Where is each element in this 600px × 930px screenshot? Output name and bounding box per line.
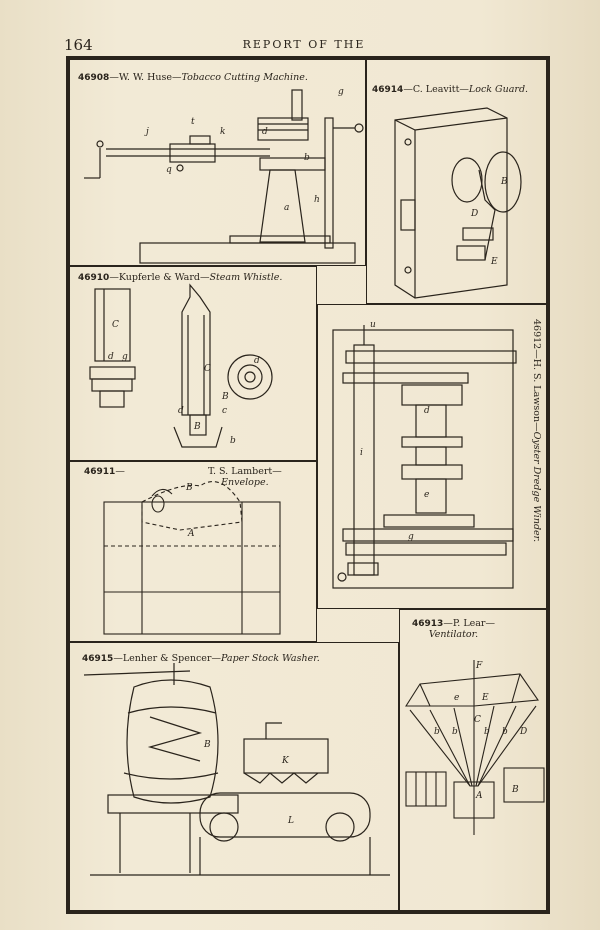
svg-text:B: B: [221, 392, 229, 402]
envelope-drawing: B A: [103, 481, 281, 635]
svg-text:a: a: [284, 203, 289, 213]
figure-46914-caption: 46914—C. Leavitt—Lock Guard.: [372, 84, 529, 95]
svg-text:q: q: [166, 165, 172, 175]
tobacco-cutting-machine-drawing: g j t k d b q a h: [84, 87, 364, 264]
svg-text:b: b: [452, 727, 458, 737]
svg-text:k: k: [220, 127, 225, 137]
paper-stock-washer-drawing: B K L: [83, 663, 390, 876]
svg-text:g: g: [408, 532, 414, 542]
page-header: 164 REPORT OF THE: [64, 36, 544, 56]
svg-text:b: b: [304, 153, 310, 163]
svg-text:g: g: [338, 87, 344, 97]
svg-text:j: j: [144, 127, 149, 137]
figure-46910-caption: 46910—Kupferle & Ward—Steam Whistle.: [78, 272, 283, 283]
figure-46911-panel: 46911— T. S. Lambert—Envelope. B A: [69, 461, 317, 642]
svg-text:F: F: [475, 661, 483, 671]
svg-text:h: h: [314, 195, 320, 205]
svg-text:d: d: [178, 406, 184, 416]
svg-text:B: B: [185, 483, 193, 493]
svg-text:c: c: [222, 406, 227, 416]
figure-46914-panel: 46914—C. Leavitt—Lock Guard. B D E: [366, 59, 547, 304]
figure-46911-caption-title: T. S. Lambert—Envelope.: [208, 466, 282, 488]
svg-text:A: A: [475, 791, 483, 801]
figure-46913-panel: 46913—P. Lear—Ventilator. F e: [399, 609, 547, 911]
figure-46912-panel: 46912—H. S. Lawson—Oyster Dredge Winder.: [317, 304, 547, 609]
svg-text:b: b: [230, 436, 236, 446]
svg-text:B: B: [511, 785, 519, 795]
svg-text:C: C: [112, 320, 119, 330]
svg-text:d: d: [108, 352, 114, 362]
figure-46915-panel: 46915—Lenher & Spencer—Paper Stock Washe…: [69, 642, 399, 911]
svg-text:t: t: [191, 117, 195, 127]
svg-text:B: B: [500, 177, 508, 187]
svg-text:K: K: [281, 756, 290, 766]
svg-text:e: e: [424, 490, 429, 500]
svg-text:b: b: [484, 727, 490, 737]
ventilator-drawing: F e E C b b b b D A B: [404, 660, 545, 835]
svg-text:e: e: [454, 693, 459, 703]
svg-text:E: E: [481, 693, 489, 703]
svg-text:B: B: [203, 740, 211, 750]
svg-text:d: d: [424, 406, 430, 416]
svg-text:L: L: [287, 816, 294, 826]
plate-frame: [66, 56, 550, 914]
svg-text:b: b: [502, 727, 508, 737]
running-title: REPORT OF THE: [242, 38, 366, 51]
figure-46908-caption: 46908—W. W. Huse—Tobacco Cutting Machine…: [78, 72, 308, 83]
svg-text:d: d: [262, 127, 268, 137]
figure-46913-caption: 46913—P. Lear—Ventilator.: [412, 618, 495, 640]
svg-text:g: g: [122, 352, 128, 362]
svg-text:D: D: [470, 209, 478, 219]
svg-text:b: b: [434, 727, 440, 737]
figure-46911-caption-number: 46911—: [84, 466, 125, 477]
svg-text:C: C: [204, 364, 211, 374]
page-number: 164: [64, 36, 93, 54]
svg-text:B: B: [193, 422, 201, 432]
figure-46915-caption: 46915—Lenher & Spencer—Paper Stock Washe…: [82, 653, 320, 664]
oyster-dredge-winder-drawing: u d e i g: [332, 320, 517, 589]
svg-text:C: C: [474, 715, 481, 725]
svg-text:d: d: [254, 356, 260, 366]
svg-text:D: D: [519, 727, 527, 737]
svg-text:A: A: [187, 529, 195, 539]
steam-whistle-drawing: C d g C B d c B b d: [89, 283, 273, 448]
svg-text:u: u: [370, 320, 376, 330]
figure-46908-panel: 46908—W. W. Huse—Tobacco Cutting Machine…: [69, 59, 366, 266]
svg-text:i: i: [360, 448, 363, 458]
figure-46910-panel: 46910—Kupferle & Ward—Steam Whistle. C d: [69, 266, 317, 461]
svg-text:E: E: [490, 257, 498, 267]
lock-guard-drawing: B D E: [394, 107, 522, 299]
